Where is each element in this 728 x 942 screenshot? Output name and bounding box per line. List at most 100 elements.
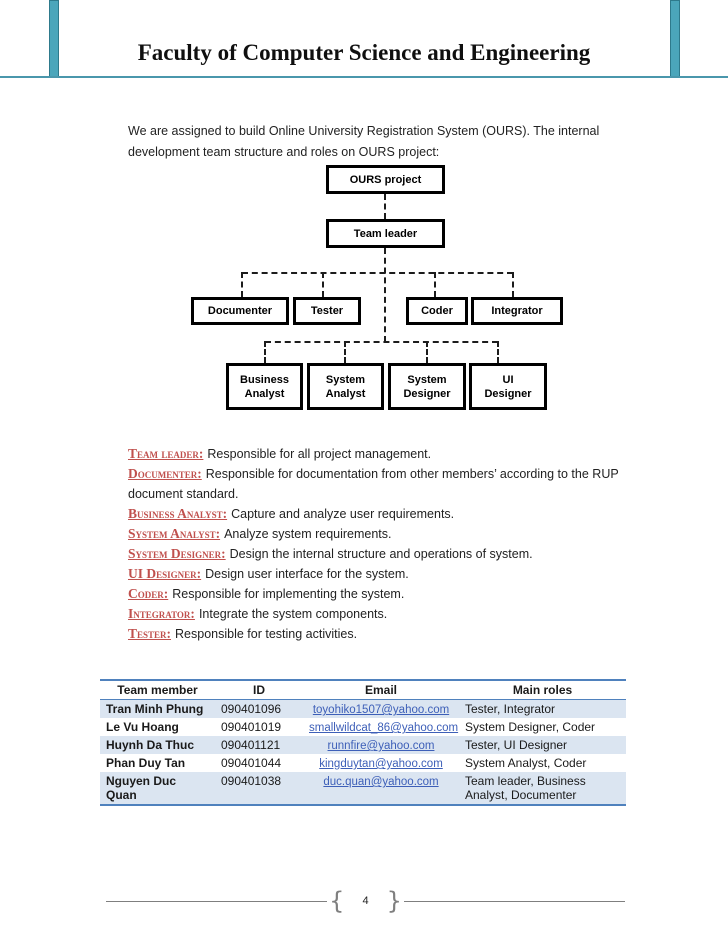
- role-item: System Designer:Design the internal stru…: [128, 544, 636, 564]
- member-email: smallwildcat_86@yahoo.com: [303, 718, 459, 736]
- connector-leader-down: [384, 248, 386, 342]
- col-header-id: ID: [215, 680, 303, 700]
- role-label: Tester:: [128, 626, 172, 641]
- org-box-leader: Team leader: [326, 219, 445, 248]
- member-name: Tran Minh Phung: [106, 702, 204, 716]
- connector-stub: [497, 341, 499, 363]
- header-divider: [0, 76, 728, 78]
- email-link[interactable]: smallwildcat_86@yahoo.com: [309, 722, 459, 734]
- email-link[interactable]: toyohiko1507@yahoo.com: [312, 704, 450, 716]
- role-item: UI Designer:Design user interface for th…: [128, 564, 636, 584]
- table-row: Huynh Da Thuc 090401121 runnfire@yahoo.c…: [100, 736, 626, 754]
- role-label: Documenter:: [128, 466, 202, 481]
- role-item: Business Analyst:Capture and analyze use…: [128, 504, 636, 524]
- connector-stub: [434, 272, 436, 297]
- team-table: Team member ID Email Main roles Tran Min…: [100, 679, 626, 806]
- org-box-system-analyst: System Analyst: [307, 363, 384, 410]
- role-description: Design user interface for the system.: [205, 567, 409, 581]
- member-id: 090401121: [221, 738, 281, 752]
- role-description: Responsible for all project management.: [207, 447, 432, 461]
- page-footer: { 4 }: [106, 889, 625, 913]
- intro-paragraph: We are assigned to build Online Universi…: [128, 121, 599, 163]
- email-link[interactable]: runnfire@yahoo.com: [327, 740, 435, 752]
- member-id: 090401019: [221, 720, 282, 734]
- role-item: Team leader:Responsible for all project …: [128, 444, 636, 464]
- member-id: 090401044: [221, 756, 282, 770]
- connector-stub: [322, 272, 324, 297]
- role-description: Responsible for documentation from other…: [128, 467, 619, 501]
- role-description: Capture and analyze user requirements.: [231, 507, 455, 521]
- page-title: Faculty of Computer Science and Engineer…: [137, 40, 591, 65]
- connector-level2: [265, 341, 498, 343]
- org-box-line: System: [407, 373, 447, 386]
- member-name: Phan Duy Tan: [106, 756, 186, 770]
- role-item: Integrator:Integrate the system componen…: [128, 604, 636, 624]
- intro-line: development team structure and roles on …: [128, 145, 440, 159]
- connector-stub: [512, 272, 514, 297]
- org-box-ui-designer: UI Designer: [469, 363, 547, 410]
- member-roles: System Designer, Coder: [465, 720, 596, 734]
- table-row: Le Vu Hoang 090401019 smallwildcat_86@ya…: [100, 718, 626, 736]
- member-email: runnfire@yahoo.com: [303, 736, 459, 754]
- role-item: Tester:Responsible for testing activitie…: [128, 624, 636, 644]
- footer-rule-right: [403, 900, 625, 902]
- member-roles: System Analyst, Coder: [465, 756, 587, 770]
- member-roles: Tester, UI Designer: [465, 738, 568, 752]
- org-box-root: OURS project: [326, 165, 445, 194]
- left-brace: {: [329, 887, 345, 915]
- member-email: kingduytan@yahoo.com: [303, 754, 459, 772]
- connector-stub: [344, 341, 346, 363]
- member-id: 090401096: [221, 702, 282, 716]
- org-box-system-designer: System Designer: [388, 363, 466, 410]
- connector-root-leader: [384, 194, 386, 219]
- col-header-team-member: Team member: [100, 680, 215, 700]
- role-descriptions: Team leader:Responsible for all project …: [128, 444, 636, 644]
- role-description: Integrate the system components.: [198, 607, 388, 621]
- org-box-line: Analyst: [325, 387, 366, 400]
- col-header-email: Email: [303, 680, 459, 700]
- connector-stub: [426, 341, 428, 363]
- org-box-business-analyst: Business Analyst: [226, 363, 303, 410]
- org-box-line: Designer: [403, 387, 451, 400]
- connector-stub: [264, 341, 266, 363]
- connector-level1: [242, 272, 513, 274]
- table-header-row: Team member ID Email Main roles: [100, 680, 626, 700]
- org-box-coder: Coder: [406, 297, 468, 325]
- role-label: UI Designer:: [128, 566, 202, 581]
- header-accent-bar-left: [49, 0, 59, 78]
- role-label: Business Analyst:: [128, 506, 228, 521]
- role-item: System Analyst:Analyze system requiremen…: [128, 524, 636, 544]
- role-description: Analyze system requirements.: [224, 527, 392, 541]
- org-box-line: Analyst: [244, 387, 285, 400]
- role-label: System Designer:: [128, 546, 226, 561]
- member-name: Huynh Da Thuc: [106, 738, 195, 752]
- member-id: 090401038: [221, 774, 282, 788]
- role-description: Responsible for implementing the system.: [172, 587, 405, 601]
- role-label: Integrator:: [128, 606, 195, 621]
- org-box-line: Business: [240, 373, 289, 386]
- member-email: duc.quan@yahoo.com: [303, 772, 459, 805]
- table-row: Nguyen Duc Quan 090401038 duc.quan@yahoo…: [100, 772, 626, 805]
- role-item: Coder:Responsible for implementing the s…: [128, 584, 636, 604]
- footer-rule-left: [106, 900, 328, 902]
- role-item: Documenter:Responsible for documentation…: [128, 464, 636, 504]
- org-box-line: System: [325, 373, 366, 386]
- col-header-main-roles: Main roles: [459, 680, 626, 700]
- role-label: Team leader:: [128, 446, 204, 461]
- connector-stub: [241, 272, 243, 297]
- email-link[interactable]: kingduytan@yahoo.com: [319, 758, 443, 770]
- role-description: Responsible for testing activities.: [175, 627, 358, 641]
- member-roles: Tester, Integrator: [465, 702, 556, 716]
- member-roles: Team leader, Business Analyst, Documente…: [465, 774, 586, 802]
- table-row: Tran Minh Phung 090401096 toyohiko1507@y…: [100, 699, 626, 719]
- right-brace: }: [386, 887, 402, 915]
- page-number: 4: [362, 895, 369, 907]
- org-box-tester: Tester: [293, 297, 361, 325]
- role-label: Coder:: [128, 586, 169, 601]
- member-email: toyohiko1507@yahoo.com: [303, 700, 459, 719]
- email-link[interactable]: duc.quan@yahoo.com: [323, 776, 439, 788]
- intro-line: We are assigned to build Online Universi…: [128, 124, 600, 138]
- org-box-integrator: Integrator: [471, 297, 563, 325]
- org-box-line: UI: [502, 373, 514, 386]
